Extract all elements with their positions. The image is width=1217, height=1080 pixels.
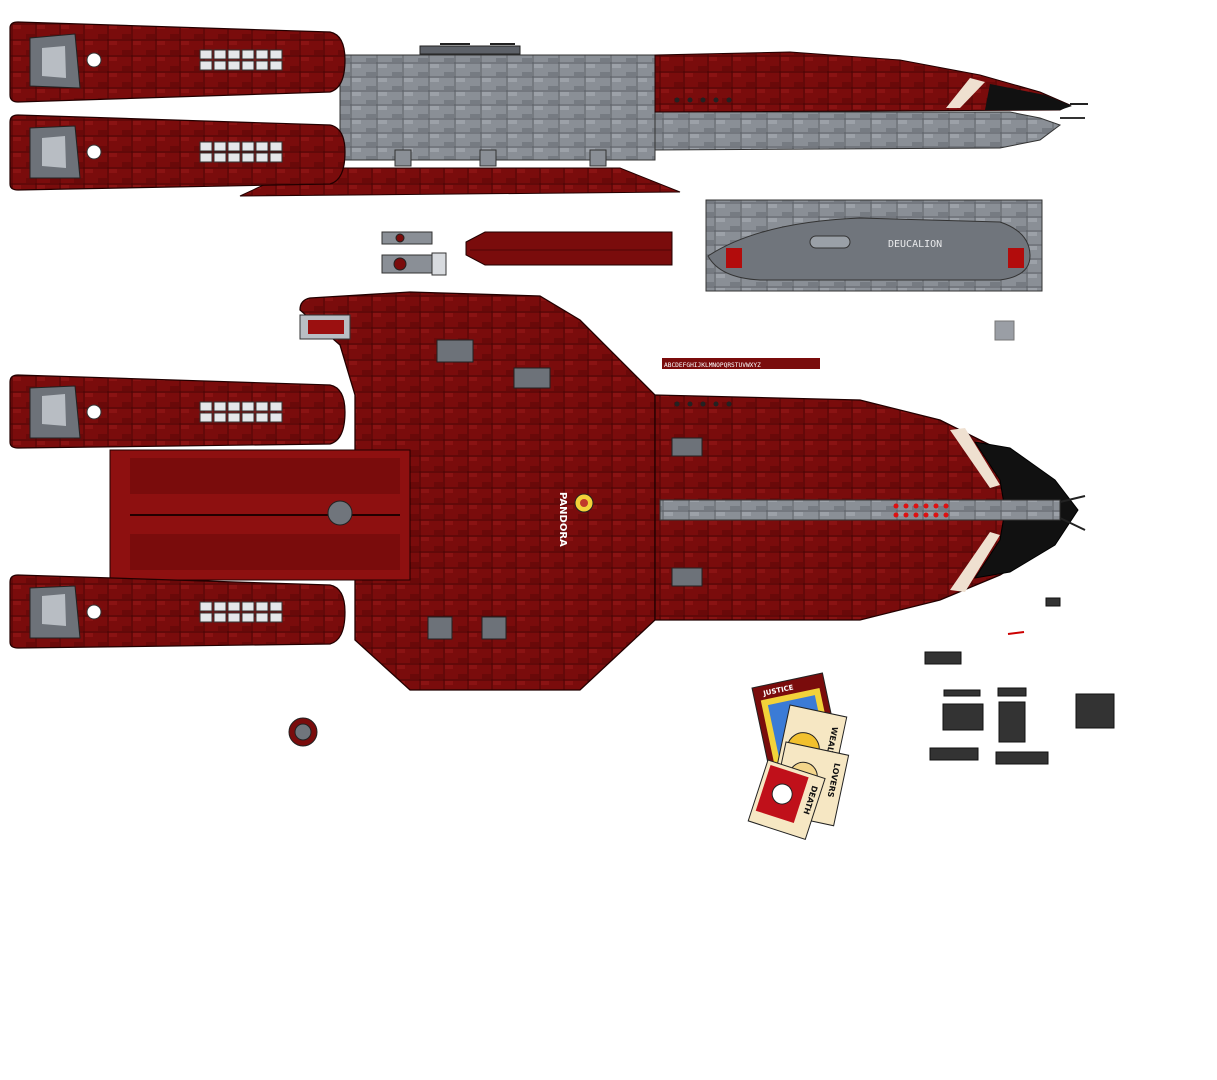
ship-name-plate: PANDORA: [557, 492, 568, 547]
tarot-card-stack: JUSTICE WEALTH LOVERS DEATH: [747, 672, 850, 841]
top-view-lower-engine-pod: [9, 574, 346, 649]
top-view-stripe-upper: [950, 428, 1000, 488]
side-view-portholes: [674, 97, 732, 103]
side-view-lower-engine-pod: [9, 114, 346, 191]
top-view-portholes: [674, 401, 732, 407]
top-view-turrets: [427, 339, 703, 640]
side-view-nose-stripe: [946, 78, 985, 108]
deck-plate-text: DEUCALION: [888, 239, 942, 250]
tarot-card-death: DEATH: [747, 759, 826, 841]
top-view-dorsal-tower: [299, 291, 656, 691]
loose-dark-parts: [924, 597, 1115, 765]
top-view-spine-rail: [659, 499, 1061, 521]
top-view-stripe-lower: [950, 532, 1000, 592]
top-view-red-lights: [893, 503, 949, 518]
top-view: PANDORA: [9, 291, 1086, 691]
top-view-upper-engine-pod: [9, 374, 346, 449]
parts-row: DEUCALION: [381, 199, 1043, 341]
hangar-deck-panel: DEUCALION: [705, 199, 1043, 292]
side-view-landing-skid: [239, 167, 681, 197]
part-grey-square: [994, 320, 1015, 341]
alphabet-strip: ABCDEFGHIJKLMNOPQRSTUVWXYZ: [664, 362, 761, 369]
top-view-hangar-hatch: [327, 500, 353, 526]
side-view: [9, 21, 1088, 197]
side-view-dorsal-turret: [419, 45, 521, 55]
part-hatch-a: [381, 231, 433, 245]
side-view-grey-keel: [654, 111, 1062, 151]
side-view-struts: [394, 149, 607, 167]
side-view-grey-hull: [339, 54, 656, 161]
side-view-nose: [985, 84, 1072, 110]
side-view-upper-engine-pod: [9, 21, 346, 103]
part-skid-plate: [465, 231, 673, 266]
